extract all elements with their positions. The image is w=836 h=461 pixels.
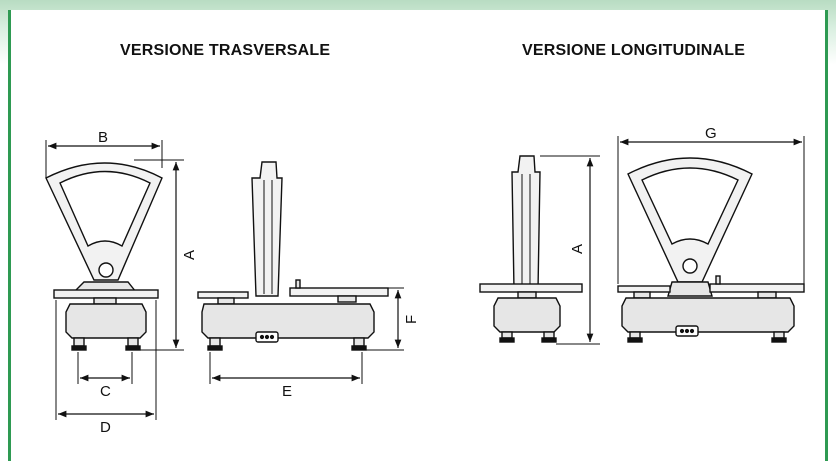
base-body xyxy=(65,303,147,339)
dim-label-A-left: A xyxy=(181,250,198,260)
longitudinal-front-view xyxy=(617,157,805,343)
dim-label-F: F xyxy=(403,315,420,324)
dim-label-D: D xyxy=(100,419,111,436)
transversal-front-view xyxy=(45,162,163,351)
dial-window xyxy=(59,170,151,248)
title-transversal: VERSIONE TRASVERSALE xyxy=(120,42,331,59)
pivot-knob xyxy=(98,262,114,278)
tower xyxy=(251,161,283,297)
transversal-side-view xyxy=(197,161,389,351)
weighing-pan xyxy=(53,289,159,299)
tower-longitudinal xyxy=(511,155,541,291)
dim-label-C: C xyxy=(100,383,111,400)
title-longitudinal: VERSIONE LONGITUDINALE xyxy=(522,42,746,59)
dim-label-B: B xyxy=(98,129,108,146)
dim-label-G: G xyxy=(705,125,717,142)
side-base xyxy=(201,303,375,339)
longitudinal-side-view xyxy=(479,155,583,343)
dim-label-A-right: A xyxy=(569,244,586,254)
dim-label-E: E xyxy=(282,383,292,400)
